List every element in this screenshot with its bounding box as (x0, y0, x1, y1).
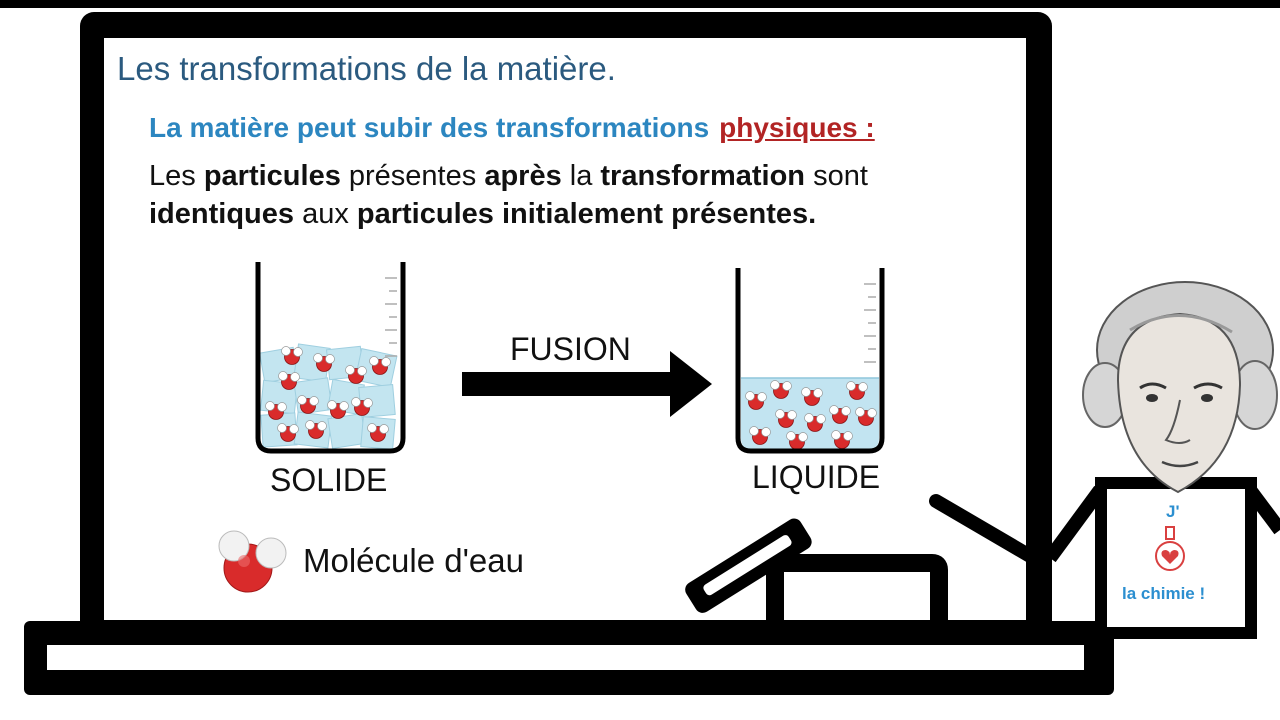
solide-label: SOLIDE (270, 462, 388, 498)
shirt-text-bottom: la chimie ! (1122, 584, 1206, 603)
bold-span: après (484, 160, 562, 192)
text-span: présentes (340, 160, 485, 192)
shirt-text-top: J' (1166, 502, 1180, 521)
definition-line-1: Les particules présentes après la transf… (149, 160, 868, 193)
bold-span: transformation (600, 160, 806, 192)
text-span: Les (149, 160, 204, 192)
legend-label: Molécule d'eau (303, 542, 524, 579)
bold-span: particules (203, 160, 341, 192)
slide-subtitle: La matière peut subir des transformation… (149, 112, 875, 144)
fusion-label: FUSION (510, 331, 631, 367)
text-span: sont (805, 160, 868, 192)
slide-title: Les transformations de la matière. (117, 50, 616, 87)
subtitle-text: La matière peut subir des transformation… (149, 112, 710, 143)
text-span: aux (294, 198, 357, 230)
top-frame-bar (0, 0, 1280, 8)
bold-span: particules initialement présentes. (356, 198, 817, 230)
slide-screen: Les transformations de la matière. La ma… (104, 38, 1026, 620)
liquide-label: LIQUIDE (752, 459, 881, 495)
text-span: la (561, 160, 601, 192)
scientist-portrait (1082, 281, 1278, 494)
definition-line-2: identiques aux particules initialement p… (149, 198, 816, 231)
flask-heart-icon (1155, 526, 1185, 571)
bold-span: identiques (149, 198, 295, 230)
subtitle-highlight: physiques : (719, 112, 875, 143)
